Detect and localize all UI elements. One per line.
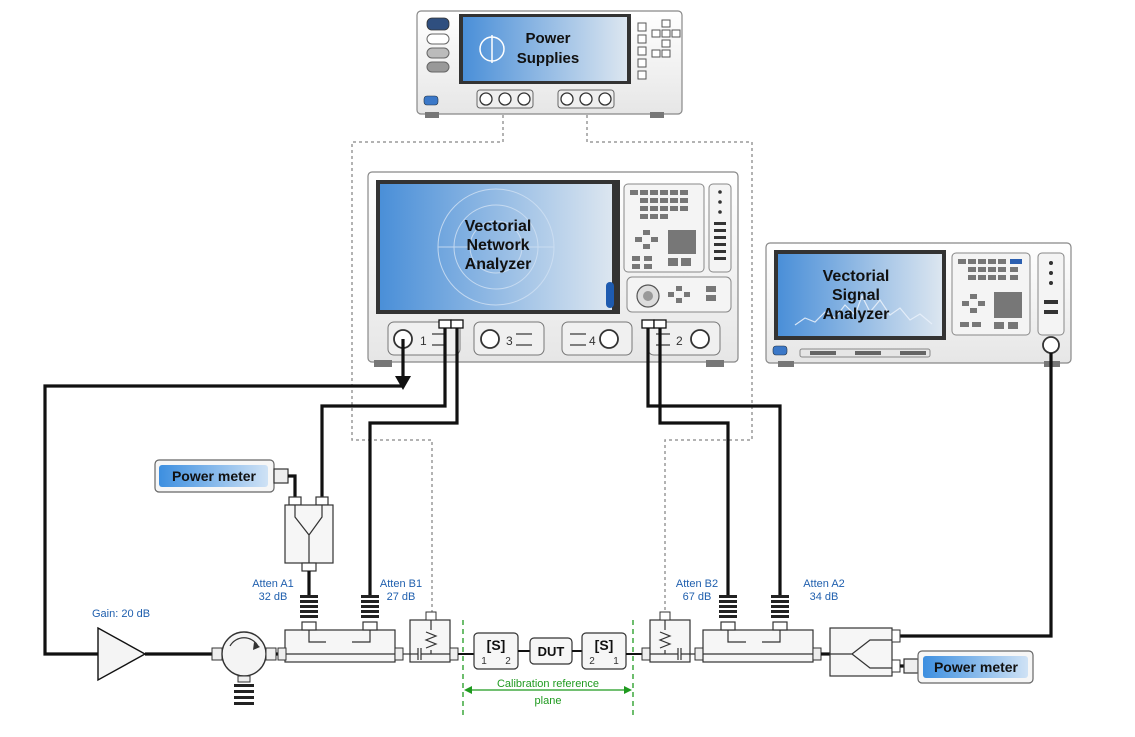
atten-a1-name: Atten A1 xyxy=(252,578,294,590)
dotted-connections xyxy=(351,115,753,660)
arrow-down-icon xyxy=(395,376,411,390)
atten-a1-value: 32 dB xyxy=(259,591,288,603)
vna-port-2-label: 2 xyxy=(676,334,683,348)
dut-label: DUT xyxy=(538,644,565,659)
svg-text:[S]: [S] xyxy=(487,637,506,653)
attenuator-b1-icon xyxy=(361,595,379,618)
vna-label-line1: Vectorial xyxy=(465,218,532,235)
svg-text:1: 1 xyxy=(613,656,619,667)
attenuator-a1-icon xyxy=(300,595,318,618)
calibration-reference-plane: Calibration reference plane xyxy=(462,620,634,716)
vsa-label-line3: Analyzer xyxy=(823,306,890,323)
bias-tee-right xyxy=(641,611,703,663)
directional-coupler-right xyxy=(694,621,822,663)
isolator-icon xyxy=(211,631,277,705)
vna-label-line3: Analyzer xyxy=(465,256,532,273)
rf-cables xyxy=(43,322,1053,656)
gain-label: Gain: 20 dB xyxy=(92,608,150,620)
power-supplies-unit: Power Supplies xyxy=(416,10,683,118)
atten-b1-name: Atten B1 xyxy=(380,578,422,590)
power-meter-right-label: Power meter xyxy=(934,659,1019,675)
directional-coupler-left xyxy=(277,621,404,663)
power-meter-left: Power meter xyxy=(154,459,297,500)
bias-tee-left xyxy=(403,611,459,663)
calibration-label-line1: Calibration reference xyxy=(497,678,599,690)
vector-signal-analyzer: Vectorial Signal Analyzer xyxy=(765,242,1072,367)
svg-text:2: 2 xyxy=(589,656,595,667)
atten-b2-value: 67 dB xyxy=(683,591,712,603)
power-supplies-label-line2: Supplies xyxy=(517,50,580,67)
vector-network-analyzer: Vectorial Network Analyzer 1 xyxy=(367,171,739,367)
svg-text:1: 1 xyxy=(481,656,487,667)
atten-a2-name: Atten A2 xyxy=(803,578,845,590)
power-meter-right: Power meter xyxy=(903,650,1034,684)
atten-b1-value: 27 dB xyxy=(387,591,416,603)
vsa-label-line1: Vectorial xyxy=(823,268,890,285)
amplifier-icon xyxy=(97,626,147,682)
power-supplies-screen xyxy=(463,17,627,81)
dut-block: DUT xyxy=(529,637,573,665)
vna-port-3-label: 3 xyxy=(506,334,513,348)
s-parameter-block-right: [S] 2 1 xyxy=(581,632,627,670)
svg-text:2: 2 xyxy=(505,656,511,667)
power-meter-left-label: Power meter xyxy=(172,468,257,484)
s-parameter-block-left: [S] 1 2 xyxy=(473,632,519,670)
vna-label-line2: Network xyxy=(466,237,529,254)
power-supplies-label-line1: Power xyxy=(525,30,570,47)
vsa-label-line2: Signal xyxy=(832,287,880,304)
svg-text:[S]: [S] xyxy=(595,637,614,653)
calibration-label-line2: plane xyxy=(535,695,562,707)
atten-a2-value: 34 dB xyxy=(810,591,839,603)
smith-chart-icon xyxy=(437,188,555,306)
power-splitter-right xyxy=(829,627,901,677)
vna-port-4-label: 4 xyxy=(589,334,596,348)
power-splitter-left xyxy=(284,496,334,595)
vna-port-1-label: 1 xyxy=(420,334,427,348)
attenuator-b2-icon xyxy=(719,595,737,618)
atten-b2-name: Atten B2 xyxy=(676,578,718,590)
attenuator-a2-icon xyxy=(771,595,789,618)
vsa-screen xyxy=(778,254,942,336)
